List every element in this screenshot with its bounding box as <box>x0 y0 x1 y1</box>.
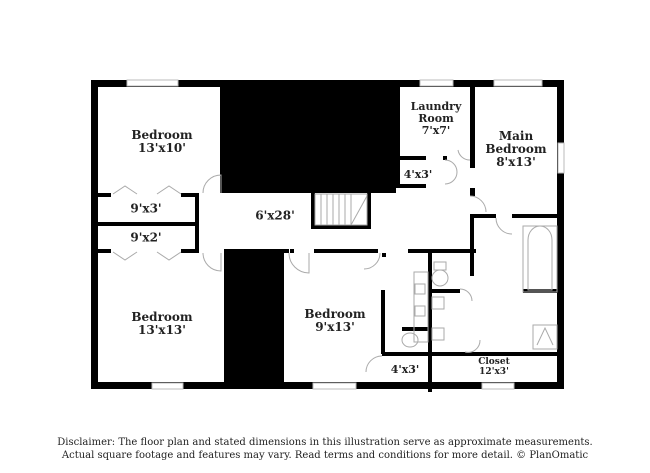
void-areas <box>224 80 396 389</box>
room-dims: 7'x7' <box>421 124 451 138</box>
room-name: Bedroom <box>304 306 366 321</box>
room-dims: 8'x13' <box>496 155 536 170</box>
room-dims: 4'x3' <box>390 362 420 376</box>
bath-fixtures <box>401 225 558 350</box>
room-label-bedroom-nw: Bedroom 13'x10' <box>131 127 193 155</box>
shower-icon <box>532 324 558 350</box>
room-dims: 13'x10' <box>138 141 186 155</box>
room-label-closet-12x3: Closet 12'x3' <box>478 357 510 378</box>
room-name-line1: Main <box>498 129 534 144</box>
room-name: Bedroom <box>131 309 193 324</box>
room-dims: 9'x13' <box>315 320 355 334</box>
room-dims: 4'x3' <box>403 167 433 181</box>
room-dims: 6'x28' <box>255 208 295 223</box>
room-label-closet-9x2: 9'x2' <box>130 231 161 244</box>
toilet-icon <box>433 261 447 271</box>
interior-walls <box>91 80 564 392</box>
room-label-bedroom-s: Bedroom 9'x13' <box>304 306 366 334</box>
bathtub-icon <box>527 225 553 291</box>
room-name-line2: Bedroom <box>485 142 547 157</box>
room-label-hallway: 6'x28' <box>255 209 295 222</box>
disclaimer: Disclaimer: The floor plan and stated di… <box>0 436 650 462</box>
room-dims: 9'x3' <box>130 201 162 216</box>
windows <box>126 79 565 390</box>
room-label-laundry: Laundry Room 7'x7' <box>410 99 462 138</box>
room-name-line1: Laundry <box>410 99 462 113</box>
room-label-main-bedroom: Main Bedroom 8'x13' <box>485 130 546 170</box>
room-dims: 13'x13' <box>138 323 186 337</box>
room-name: Bedroom <box>131 127 193 142</box>
room-name: Closet <box>478 357 510 368</box>
room-label-bedroom-sw: Bedroom 13'x13' <box>131 309 193 337</box>
room-dims: 9'x2' <box>130 230 162 245</box>
room-label-closet-4x3-south: 4'x3' <box>390 362 420 376</box>
disclaimer-line-2: Actual square footage and features may v… <box>61 450 589 461</box>
room-label-closet-4x3-north: 4'x3' <box>403 167 433 181</box>
room-label-closet-9x3: 9'x3' <box>130 202 161 215</box>
room-dims: 12'x3' <box>479 367 509 377</box>
stairs <box>314 193 368 226</box>
disclaimer-line-1: Disclaimer: The floor plan and stated di… <box>57 437 593 448</box>
sink-icon <box>413 271 429 343</box>
doors <box>112 149 513 373</box>
room-name-line2: Room <box>418 111 454 125</box>
